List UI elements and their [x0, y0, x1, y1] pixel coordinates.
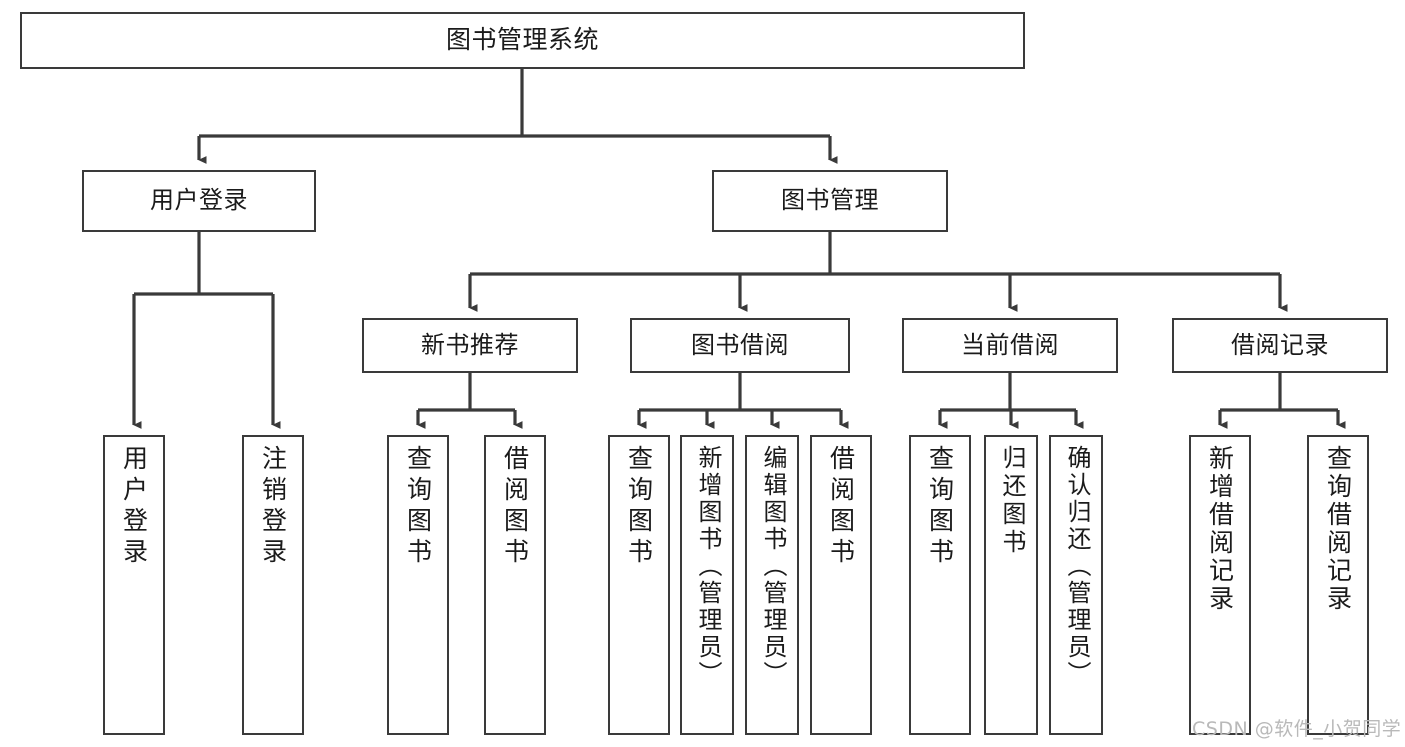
node-leaf-confirm-return-label: 确认归还（管理员） [1062, 445, 1091, 688]
watermark-text: CSDN @软件_小贺同学 [1192, 718, 1402, 740]
node-current-borrow-label: 当前借阅 [961, 330, 1059, 359]
node-leaf-query-book-1[interactable]: 查询图书 [387, 435, 449, 735]
node-book-manage-label: 图书管理 [781, 186, 879, 215]
node-leaf-query-record-label: 查询借阅记录 [1323, 445, 1353, 613]
node-leaf-borrow-book-2-label: 借阅图书 [826, 445, 856, 569]
node-leaf-confirm-return[interactable]: 确认归还（管理员） [1049, 435, 1103, 735]
node-leaf-user-logout-label: 注销登录 [258, 445, 288, 569]
node-leaf-query-book-1-label: 查询图书 [403, 445, 433, 569]
node-leaf-return-book-label: 归还图书 [997, 445, 1026, 557]
node-leaf-query-record[interactable]: 查询借阅记录 [1307, 435, 1369, 735]
node-new-book-recommend[interactable]: 新书推荐 [362, 318, 578, 373]
node-leaf-add-book[interactable]: 新增图书（管理员） [680, 435, 734, 735]
node-borrow-record-label: 借阅记录 [1231, 330, 1329, 359]
node-leaf-add-book-label: 新增图书（管理员） [693, 445, 722, 688]
node-leaf-borrow-book-1[interactable]: 借阅图书 [484, 435, 546, 735]
node-leaf-borrow-book-2[interactable]: 借阅图书 [810, 435, 872, 735]
node-new-book-recommend-label: 新书推荐 [421, 330, 519, 359]
node-leaf-user-login[interactable]: 用户登录 [103, 435, 165, 735]
node-leaf-query-book-3[interactable]: 查询图书 [909, 435, 971, 735]
node-leaf-edit-book[interactable]: 编辑图书（管理员） [745, 435, 799, 735]
node-leaf-return-book[interactable]: 归还图书 [984, 435, 1038, 735]
node-leaf-query-book-3-label: 查询图书 [925, 445, 955, 569]
node-root[interactable]: 图书管理系统 [20, 12, 1025, 69]
node-leaf-borrow-book-1-label: 借阅图书 [500, 445, 530, 569]
node-leaf-add-record-label: 新增借阅记录 [1205, 445, 1235, 613]
node-leaf-query-book-2-label: 查询图书 [624, 445, 654, 569]
node-current-borrow[interactable]: 当前借阅 [902, 318, 1118, 373]
node-user-login-label: 用户登录 [150, 186, 248, 215]
node-leaf-user-logout[interactable]: 注销登录 [242, 435, 304, 735]
node-book-manage[interactable]: 图书管理 [712, 170, 948, 232]
node-user-login[interactable]: 用户登录 [82, 170, 316, 232]
node-borrow-record[interactable]: 借阅记录 [1172, 318, 1388, 373]
node-leaf-user-login-label: 用户登录 [119, 445, 149, 569]
node-leaf-add-record[interactable]: 新增借阅记录 [1189, 435, 1251, 735]
node-leaf-edit-book-label: 编辑图书（管理员） [758, 445, 787, 688]
node-leaf-query-book-2[interactable]: 查询图书 [608, 435, 670, 735]
node-book-borrow-label: 图书借阅 [691, 330, 789, 359]
node-root-label: 图书管理系统 [445, 25, 599, 55]
node-book-borrow[interactable]: 图书借阅 [630, 318, 850, 373]
